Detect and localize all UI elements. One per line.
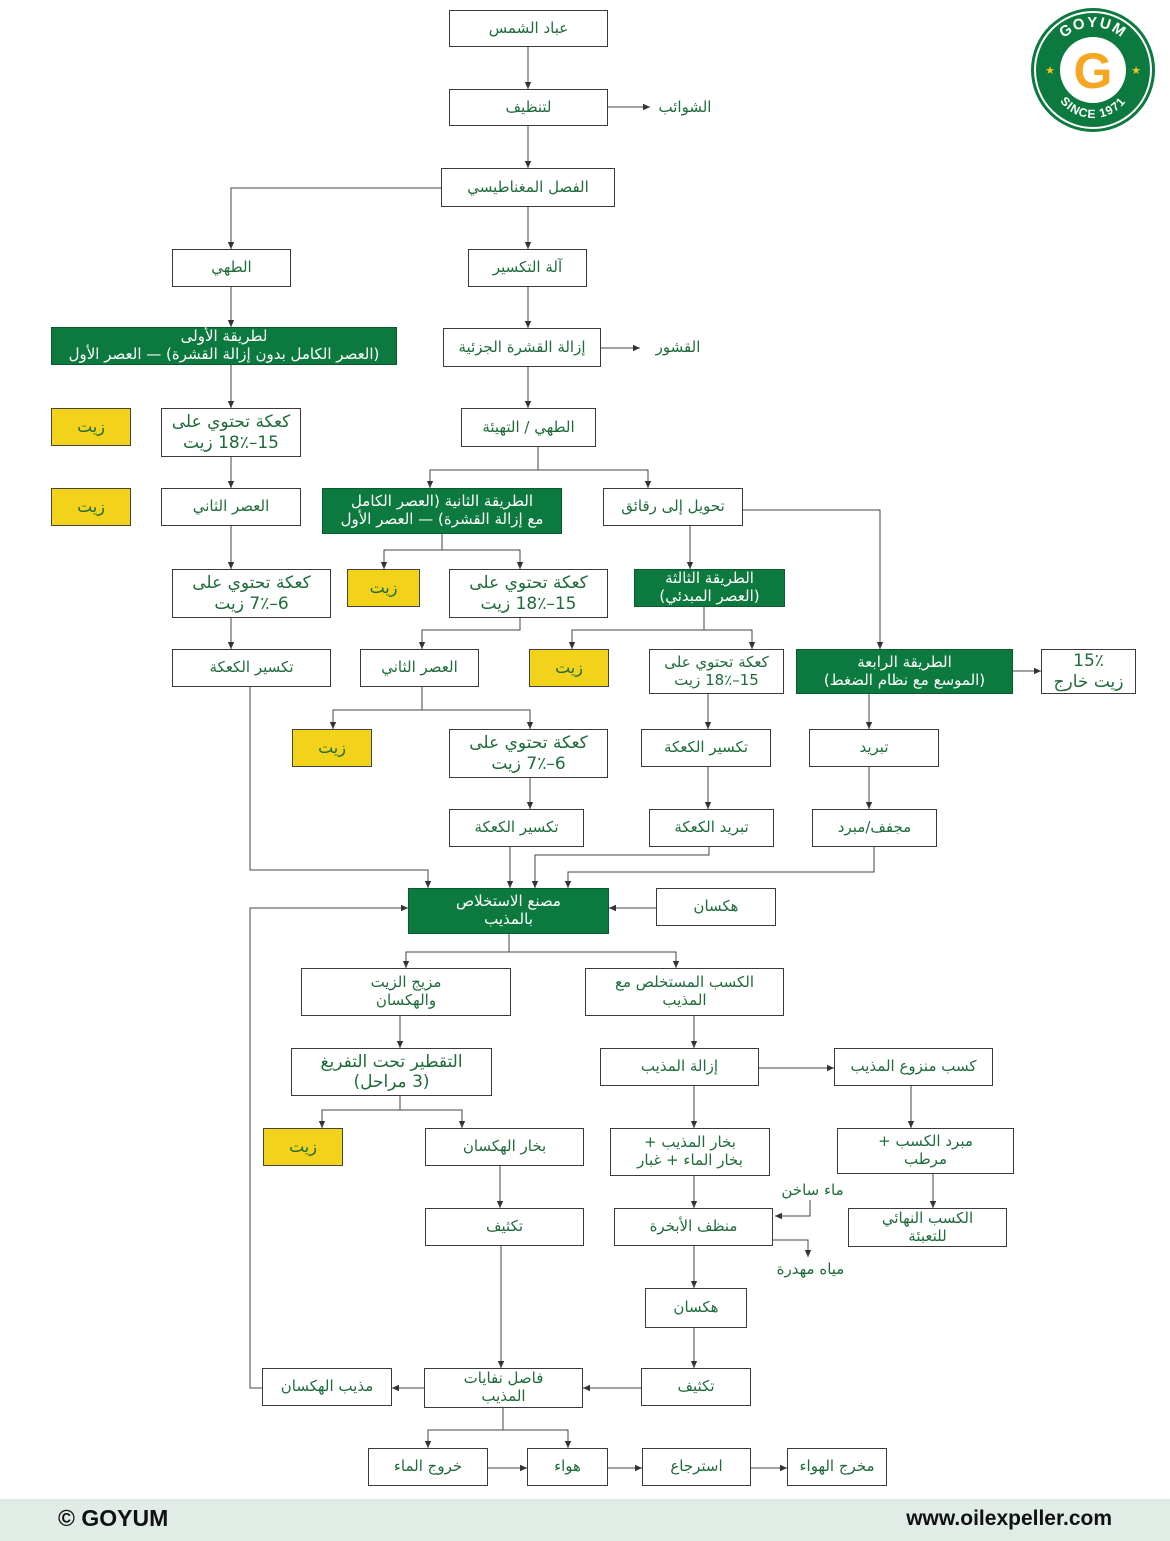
node-air: هواء [527, 1448, 608, 1486]
node-miscella: مزيج الزيت والهكسان [301, 968, 511, 1016]
flow-arrow [422, 709, 534, 729]
node-partial-dehull: إزالة القشرة الجزئية [443, 328, 601, 367]
footer-bar: © GOYUM www.oilexpeller.com [0, 1499, 1170, 1541]
node-cake4: كعكة تحتوي على 15–18٪ زيت [649, 649, 784, 694]
node-cooking1: الطهي [172, 249, 291, 287]
node-condense2: تكثيف [641, 1368, 751, 1406]
node-vacuum-dist: التقطير تحت التفريغ (3 مراحل) [291, 1048, 492, 1096]
node-meal-cooler: مبرد الكسب + مرطب [837, 1128, 1014, 1174]
node-sunflower: عباد الشمس [449, 10, 608, 47]
logo-badge-icon: GOYUM SINCE 1971 G ★ ★ [1031, 8, 1155, 132]
node-waste-water: مياه مهدرة [776, 1260, 845, 1279]
node-second-press2: العصر الثاني [360, 649, 479, 687]
node-oil6: زيت [263, 1128, 343, 1166]
node-oil3: زيت [347, 569, 420, 607]
node-break-cake1: تكسير الكعكة [172, 649, 331, 687]
node-final-meal: الكسب النهائي للتعبئة [848, 1208, 1007, 1247]
node-impurities: الشوائب [658, 98, 712, 117]
flow-arrow [318, 1096, 401, 1128]
website-link[interactable]: www.oilexpeller.com [906, 1507, 1112, 1530]
node-cooling: تبريد [809, 729, 939, 767]
node-oil1: زيت [51, 408, 131, 446]
node-magnetic: الفصل المغناطيسي [441, 168, 615, 207]
flow-arrow [503, 1429, 572, 1448]
node-dryer-cooler: مجفف/مبرد [812, 809, 937, 847]
flow-arrow [426, 447, 539, 488]
node-water-out: خروج الماء [368, 1448, 488, 1486]
logo-letter: G [1074, 43, 1113, 99]
node-cracker: آلة التكسير [468, 249, 587, 287]
node-extraction: مصنع الاستخلاص بالمذيب [408, 888, 609, 934]
flow-arrow [773, 1239, 812, 1257]
node-separator: فاصل نفايات المذيب [424, 1368, 583, 1408]
node-air-outlet: مخرج الهواء [787, 1448, 887, 1486]
node-break-cake2: تكسير الكعكة [641, 729, 771, 767]
node-scrubber: منظف الأبخرة [614, 1208, 773, 1246]
node-second-press1: العصر الثاني [161, 488, 301, 526]
flow-arrow [442, 549, 524, 569]
node-hexane1: هكسان [656, 888, 776, 926]
node-cake2: كعكة تحتوي على 6–7٪ زيت [172, 569, 331, 618]
flow-arrow [400, 1109, 466, 1128]
flow-arrow [249, 904, 408, 1389]
star-icon: ★ [1045, 64, 1055, 77]
node-hexane2: هكسان [645, 1288, 747, 1328]
node-conditioning: الطهي / التهيئة [461, 408, 596, 447]
node-cleaning: لتنظيف [449, 89, 608, 126]
flow-arrow [775, 1200, 811, 1220]
flow-arrow [531, 847, 710, 888]
connectors [227, 47, 1041, 1472]
copyright-text: © GOYUM [58, 1505, 169, 1531]
node-oil4: زيت [529, 649, 609, 687]
node-condense1: تكثيف [425, 1208, 584, 1246]
flow-arrow [227, 187, 441, 249]
flow-arrow [743, 509, 884, 649]
node-hot-water: ماء ساخن [781, 1181, 844, 1200]
node-cake3: كعكة تحتوي على 15–18٪ زيت [449, 569, 608, 618]
flow-arrow [380, 534, 443, 569]
node-method4: الطريقة الرابعة (الموسع مع نظام الضغط) [796, 649, 1013, 694]
flow-arrow [568, 607, 705, 649]
node-cake5: كعكة تحتوي على 6–7٪ زيت [449, 729, 608, 778]
flow-arrow [564, 847, 875, 888]
node-method3: الطريقة الثالثة (العصر المبدئي) [634, 569, 785, 607]
flow-arrow [509, 951, 680, 968]
flow-arrow [538, 469, 652, 488]
flow-arrow [329, 687, 423, 729]
node-extracted-meal: الكسب المستخلص مع المذيب [585, 968, 784, 1016]
node-desolventizer: إزالة المذيب [600, 1048, 759, 1086]
node-vapors: بخار المذيب + بخار الماء + غبار [610, 1128, 770, 1176]
node-solvent-hexane: مذيب الهكسان [262, 1368, 392, 1406]
node-cool-cake: تبريد الكعكة [649, 809, 774, 847]
node-oil5: زيت [292, 729, 372, 767]
node-oil-out15: 15٪ زيت خارج [1041, 649, 1136, 694]
node-flaking: تحويل إلى رقائق [603, 488, 743, 526]
star-icon: ★ [1131, 64, 1141, 77]
node-cake1: كعكة تحتوي على 15–18٪ زيت [161, 408, 301, 457]
node-hexane-vapor: بخار الهكسان [425, 1128, 584, 1166]
node-break-cake3: تكسير الكعكة [449, 809, 584, 847]
node-hulls: القشور [655, 338, 701, 357]
flow-arrow [249, 687, 432, 888]
node-oil2: زيت [51, 488, 131, 526]
flow-arrow [424, 1408, 504, 1448]
flow-arrow [704, 629, 756, 649]
node-method1: لطريقة الأولى (العصر الكامل بدون إزالة ا… [51, 327, 397, 365]
flow-arrow [418, 618, 521, 649]
node-recovery: استرجاع [642, 1448, 751, 1486]
node-desolv-meal: كسب منزوع المذيب [834, 1048, 993, 1086]
goyum-logo: GOYUM SINCE 1971 G ★ ★ [1030, 7, 1156, 133]
flow-arrow [402, 934, 510, 968]
node-method2: الطريقة الثانية (العصر الكامل مع إزالة ا… [322, 488, 562, 534]
